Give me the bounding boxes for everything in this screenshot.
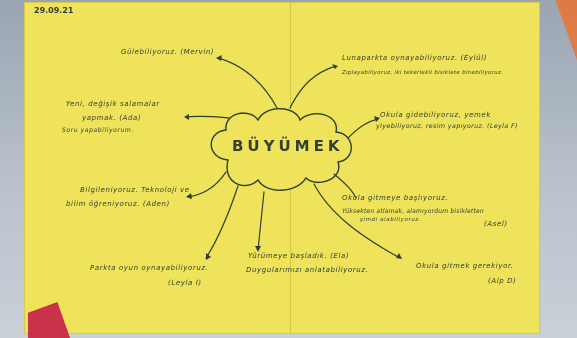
note: Yüksekten atlamak, alamıyordum bisiklett… (342, 208, 484, 215)
note: şimdi alabiliyoruz. (360, 217, 422, 223)
note: Duygularımızı anlatabiliyoruz. (246, 266, 369, 274)
line-bottom (257, 191, 265, 251)
line-bottom-right (313, 183, 401, 259)
note: Zıplayabiliyoruz, iki tekerlekli bisikle… (342, 70, 504, 76)
note: Soru yapabiliyorum. (62, 127, 134, 134)
line-right (347, 118, 379, 139)
line-right-low (333, 173, 357, 199)
note: Gülebiliyoruz. (Mervin) (121, 48, 215, 56)
line-left (185, 115, 230, 119)
note: Yeni, değişik salamalar (66, 100, 160, 108)
note: Parkta oyun oynayabiliyoruz. (90, 264, 209, 272)
line-bottom-left (205, 185, 239, 259)
note: (Alp D) (488, 277, 517, 285)
note: yiyebiliyoruz, resim yapıyoruz. (Leyla F… (376, 122, 518, 130)
note: Yürümeye başladık. (Ela) (248, 252, 350, 260)
note: Lunaparkta oynayabiliyoruz. (Eylül) (342, 54, 488, 62)
line-mid-left (187, 171, 227, 198)
line-top-left (217, 57, 278, 109)
center-cloud (210, 108, 352, 191)
note: Bilgileniyoruz. Teknoloji ve (80, 186, 190, 194)
note: Okula gitmek gerekiyor. (416, 262, 514, 270)
center-title: BÜYÜMEK (232, 137, 344, 155)
line-top-right (289, 65, 337, 109)
note: Okula gitmeye başlıyoruz. (342, 194, 449, 202)
note: bilim öğreniyoruz. (Aden) (66, 200, 170, 208)
note: (Leyla İ) (168, 279, 202, 287)
note: Okula gidebiliyoruz, yemek (380, 111, 491, 119)
note: (Asel) (484, 220, 508, 228)
date-label: 29.09.21 (34, 6, 74, 15)
note: yapmak. (Ada) (82, 114, 142, 122)
